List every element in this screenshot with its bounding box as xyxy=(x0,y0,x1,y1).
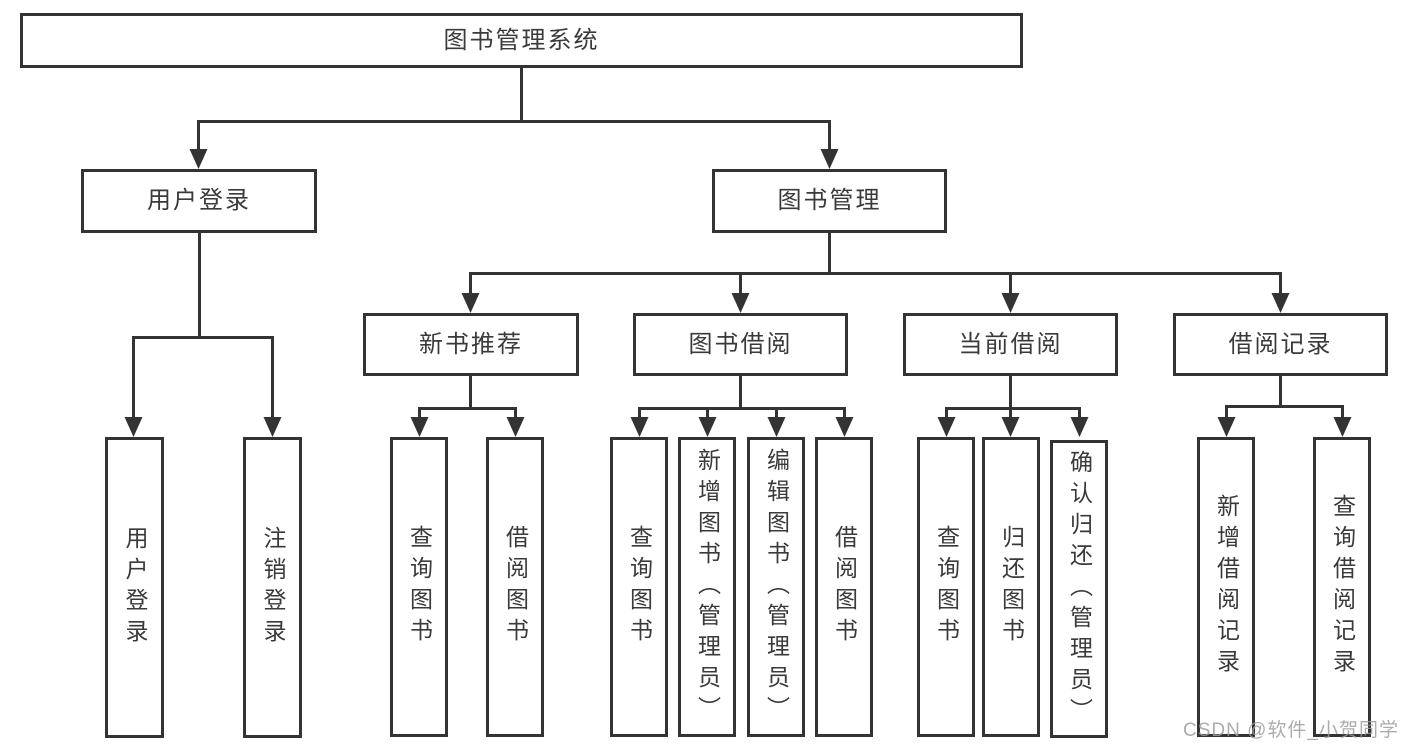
csdn-watermark: CSDN @软件_小贺同学 xyxy=(1183,720,1399,741)
node-library-management-system: 图书管理系统 xyxy=(20,13,1023,68)
leaf-logout-login: 注销登录 xyxy=(243,437,302,738)
node-label: 查询借阅记录 xyxy=(1329,494,1356,680)
node-label: 借阅记录 xyxy=(1228,330,1333,358)
node-label: 借阅图书 xyxy=(831,525,858,649)
leaf-add-borrow-record: 新增借阅记录 xyxy=(1197,437,1255,737)
leaf-add-books-admin: 新增图书（管理员） xyxy=(678,437,736,737)
node-label: 新增借阅记录 xyxy=(1213,494,1240,680)
leaf-query-books-recommend: 查询图书 xyxy=(390,437,448,737)
node-borrow-records: 借阅记录 xyxy=(1173,313,1388,376)
leaf-query-borrow-record: 查询借阅记录 xyxy=(1313,437,1371,737)
node-label: 用户登录 xyxy=(147,187,251,214)
node-label: 借阅图书 xyxy=(502,525,529,649)
node-current-borrow: 当前借阅 xyxy=(903,313,1118,376)
node-label: 确认归还（管理员） xyxy=(1066,449,1093,729)
node-label: 图书借阅 xyxy=(688,330,793,358)
node-label: 编辑图书（管理员） xyxy=(763,447,790,727)
node-label: 图书管理系统 xyxy=(443,26,600,54)
node-label: 用户登录 xyxy=(122,525,148,650)
node-book-borrow: 图书借阅 xyxy=(633,313,848,376)
node-new-book-recommend: 新书推荐 xyxy=(363,313,579,376)
node-book-management: 图书管理 xyxy=(712,169,947,233)
node-label: 查询图书 xyxy=(933,525,960,649)
leaf-edit-books-admin: 编辑图书（管理员） xyxy=(747,437,805,737)
node-label: 查询图书 xyxy=(406,525,433,649)
node-label: 图书管理 xyxy=(777,187,882,214)
leaf-return-books: 归还图书 xyxy=(982,437,1040,737)
node-user-login: 用户登录 xyxy=(81,169,317,233)
leaf-user-login: 用户登录 xyxy=(105,437,164,738)
node-label: 当前借阅 xyxy=(958,330,1063,358)
leaf-query-books-current: 查询图书 xyxy=(917,437,975,737)
node-label: 新书推荐 xyxy=(419,330,523,358)
leaf-confirm-return-admin: 确认归还（管理员） xyxy=(1050,440,1108,738)
node-label: 归还图书 xyxy=(998,525,1025,649)
leaf-query-books-borrow: 查询图书 xyxy=(610,437,668,737)
node-label: 查询图书 xyxy=(626,525,653,649)
leaf-borrow-books-recommend: 借阅图书 xyxy=(486,437,544,737)
leaf-borrow-books: 借阅图书 xyxy=(815,437,873,737)
node-label: 新增图书（管理员） xyxy=(694,447,721,727)
node-label: 注销登录 xyxy=(260,525,286,650)
